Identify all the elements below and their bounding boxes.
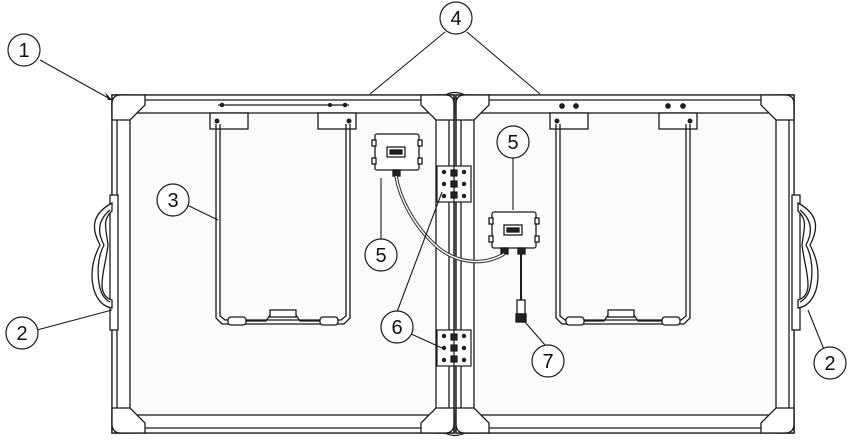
right-bottom-rail [455, 414, 795, 434]
hinge-top [436, 165, 472, 203]
callout-1: 1 [7, 33, 41, 67]
callout-3-label: 3 [167, 190, 178, 212]
callout-6: 6 [380, 310, 414, 344]
output-connector [515, 254, 527, 323]
left-panel [91, 94, 455, 434]
right-top-rail [455, 94, 795, 114]
left-bottom-rail [111, 414, 455, 434]
callout-1-label: 1 [18, 40, 29, 62]
callout-2-right-label: 2 [824, 353, 835, 375]
leader-lines [36, 31, 826, 353]
right-corner-tr [760, 94, 795, 121]
hinge-bottom [436, 329, 472, 367]
callout-2-left-label: 2 [16, 323, 27, 345]
left-junction-box [371, 133, 423, 177]
left-top-rail [111, 94, 455, 114]
left-corner-tl [111, 94, 146, 121]
callout-4-label: 4 [450, 8, 461, 30]
right-kickstand [549, 112, 698, 326]
callout-7: 7 [531, 344, 565, 378]
callout-3: 3 [156, 183, 190, 217]
center-seam [436, 91, 472, 437]
callout-2-right: 2 [813, 346, 847, 380]
callout-5-left: 5 [364, 238, 398, 272]
callout-5-left-label: 5 [375, 245, 386, 267]
right-right-rail [775, 94, 795, 434]
right-left-rail [455, 94, 475, 434]
callout-2-left: 2 [5, 316, 39, 350]
left-kickstand [209, 102, 357, 326]
left-right-rail [435, 94, 455, 434]
left-handle [91, 194, 119, 331]
callout-5-right: 5 [496, 125, 530, 159]
callout-5-right-label: 5 [507, 132, 518, 154]
callouts: 1 2 2 3 4 5 5 6 [5, 1, 847, 380]
right-handle [791, 194, 819, 331]
right-corner-br [760, 407, 795, 434]
right-junction-box [488, 211, 540, 255]
callout-7-label: 7 [542, 351, 553, 373]
left-corner-bl [111, 407, 146, 434]
callout-6-label: 6 [391, 317, 402, 339]
callout-4: 4 [439, 1, 473, 35]
